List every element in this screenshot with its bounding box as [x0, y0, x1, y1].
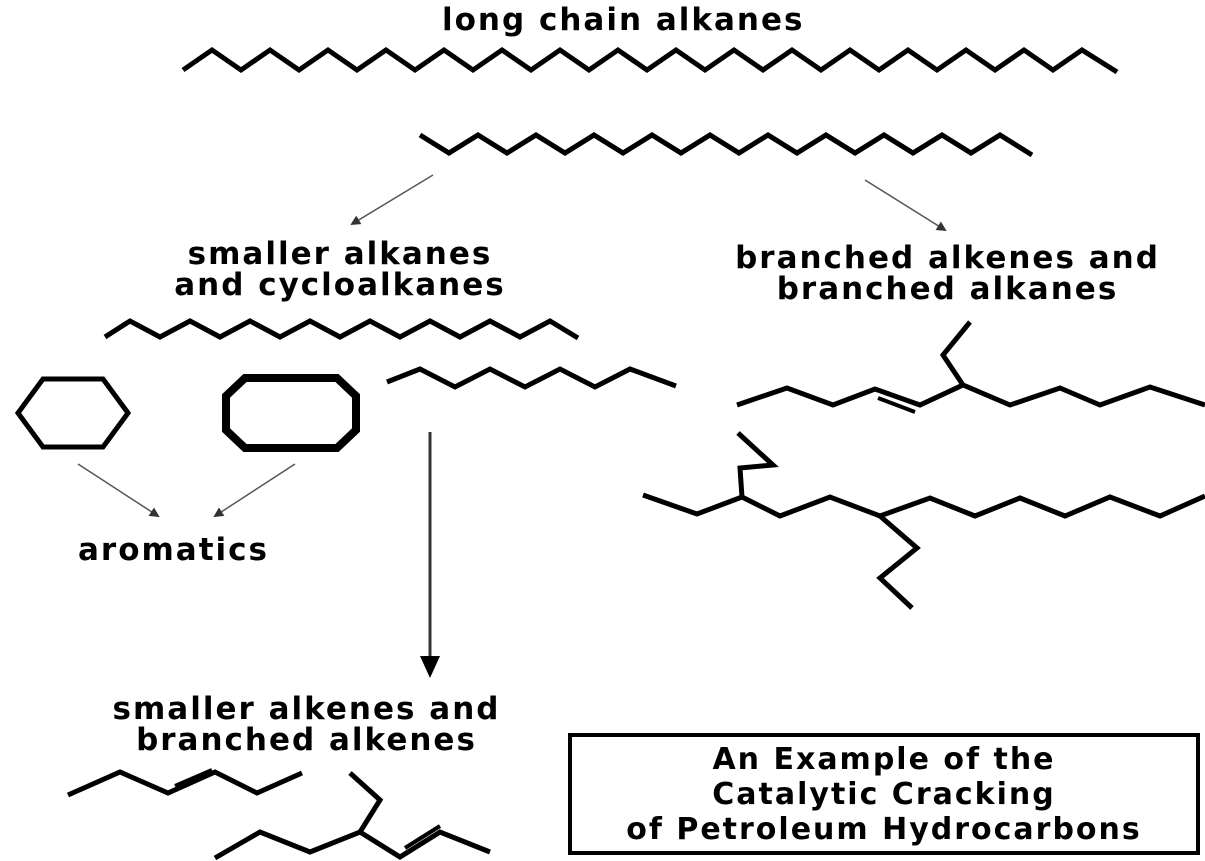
- bottom-ethyl-branch: [348, 771, 384, 834]
- hexane-chain: [386, 366, 677, 390]
- cyclohexane-ring: [14, 376, 132, 450]
- label-line: branched alkenes: [136, 722, 477, 758]
- smaller-alkene-chain: [66, 769, 304, 798]
- branched-alkane-chain: [642, 492, 1205, 519]
- cracking-chain: [418, 132, 1034, 158]
- label-smaller-alkanes: smaller alkanes and cycloalkanes: [150, 239, 530, 301]
- caption-box: An Example of the Catalytic Cracking of …: [568, 733, 1200, 855]
- label-line: smaller alkenes and: [112, 691, 501, 727]
- label-line: branched alkanes: [776, 271, 1119, 307]
- long-chain-alkane: [181, 46, 1119, 75]
- upper-ethyl-branch: [736, 431, 779, 498]
- label-branched-alkenes-alkanes: branched alkenes and branched alkanes: [695, 243, 1200, 305]
- cyclooctane-ring: [222, 374, 360, 452]
- label-line: and cycloalkanes: [174, 267, 506, 303]
- caption-line: of Petroleum Hydrocarbons: [626, 811, 1142, 847]
- label-line: smaller alkanes: [187, 236, 493, 272]
- branched-alkene-chain: [736, 382, 1205, 408]
- ethyl-branch: [939, 320, 972, 387]
- lower-propyl-branch: [876, 514, 921, 610]
- caption-line: Catalytic Cracking: [712, 776, 1056, 812]
- label-long-chain-alkanes: long chain alkanes: [442, 2, 805, 38]
- caption-line: An Example of the: [712, 741, 1056, 777]
- label-aromatics: aromatics: [78, 532, 269, 568]
- smaller-alkane-chain: [103, 318, 580, 341]
- arrow-to-branched: [864, 179, 947, 232]
- arrow-cyclooctane-to-aromatics: [213, 463, 296, 518]
- arrow-to-smaller-alkanes: [350, 174, 434, 226]
- arrow-cyclohexane-to-aromatics: [77, 463, 160, 518]
- label-smaller-alkenes: smaller alkenes and branched alkenes: [84, 694, 529, 756]
- branched-alkene-bottom: [213, 829, 491, 861]
- label-line: branched alkenes and: [735, 240, 1160, 276]
